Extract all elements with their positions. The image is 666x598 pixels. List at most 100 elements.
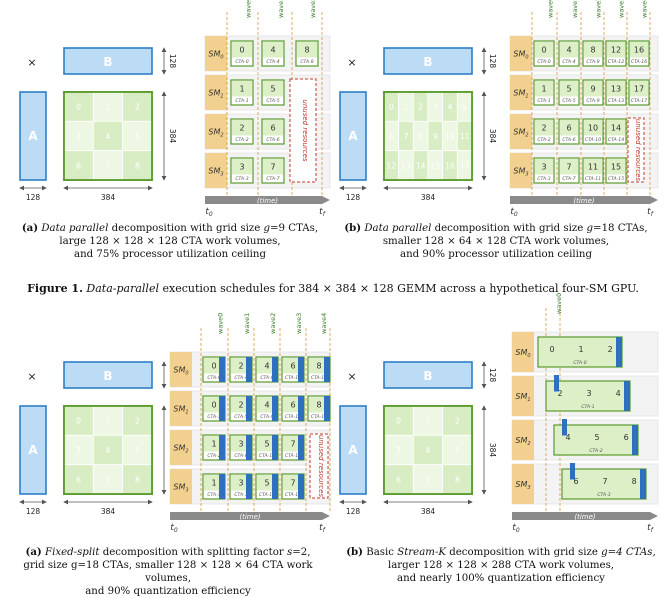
times-sign: × <box>27 370 36 383</box>
cta-block-fill <box>535 159 553 175</box>
tile-number: 8 <box>135 161 140 170</box>
fixup-bar <box>640 469 646 499</box>
cta-number: 7 <box>270 162 275 171</box>
time-label: (time) <box>239 513 261 521</box>
wave-label: wave1 <box>571 0 579 18</box>
cta-label: CTA-5 <box>562 98 575 104</box>
cta-label: CTA-15 <box>608 176 624 182</box>
tile-number: 7 <box>106 161 111 170</box>
t0-label: t0 <box>512 523 520 534</box>
cta-label: CTA-14 <box>285 453 301 459</box>
time-label: (time) <box>257 197 279 205</box>
cta-label: CTA-8 <box>260 375 273 381</box>
t0-sub: 0 <box>516 527 520 534</box>
sm-label-box <box>512 464 534 504</box>
cta-label: CTA-17 <box>631 98 647 104</box>
cta-number: 11 <box>588 162 598 171</box>
tile-number: 6 <box>389 132 394 141</box>
cta-block-fill <box>263 159 283 175</box>
fixup-bar <box>219 474 225 499</box>
wave-label: wave0 <box>245 0 253 18</box>
cta-label: CTA-3 <box>235 176 248 182</box>
dimension-label: 128 <box>346 507 361 516</box>
dimension-label: 384 <box>421 507 436 516</box>
cta-label: CTA-8 <box>586 59 599 65</box>
cta-number: 7 <box>290 439 295 448</box>
matrix-c-border <box>383 91 473 181</box>
tile-number: 1 <box>106 417 111 426</box>
cta-block-fill <box>232 159 252 175</box>
cta-label: CTA-2 <box>537 137 550 143</box>
cta-number: 1 <box>579 345 584 354</box>
cta-label: CTA-2 <box>207 453 220 459</box>
cta-number: 0 <box>541 45 546 54</box>
tile-number: 5 <box>135 132 140 141</box>
sm-label-box <box>510 36 532 71</box>
unused-resources-label: unused resources <box>634 119 642 182</box>
sm-subscript: 3 <box>220 172 223 178</box>
tile-number: 8 <box>455 475 460 484</box>
matrix-a <box>339 405 367 495</box>
cta-block-fill <box>263 42 283 58</box>
fixup-bar <box>246 396 252 421</box>
cta-block-fill <box>607 120 625 136</box>
times-sign: × <box>27 56 36 69</box>
cta-label: CTA-6 <box>562 137 575 143</box>
wave-label: wave0 <box>217 313 225 334</box>
tile-number: 6 <box>76 475 81 484</box>
cta-label: CTA-16 <box>631 59 647 65</box>
wave-label: wave3 <box>295 313 303 334</box>
fixup-bar <box>272 396 278 421</box>
sm-subscript: 2 <box>185 449 188 455</box>
cta-number: 4 <box>565 433 570 442</box>
cta-number: 10 <box>588 123 598 132</box>
cta-block-fill <box>263 120 283 136</box>
fixup-bar <box>219 435 225 460</box>
cta-label: CTA-4 <box>266 59 279 65</box>
tile-number: 5 <box>455 446 460 455</box>
cta-block-fill <box>607 159 625 175</box>
tile <box>63 405 94 436</box>
cta-block-fill <box>584 159 602 175</box>
dimension-label: 384 <box>101 507 116 516</box>
sm-label: SM1 <box>173 405 188 416</box>
tile <box>442 464 473 495</box>
tile-number: 7 <box>404 132 409 141</box>
matrix-a <box>19 405 47 495</box>
cta-number: 3 <box>587 389 592 398</box>
cta-block-fill <box>560 120 578 136</box>
cta-label: CTA-3 <box>597 492 610 498</box>
cta-label: CTA-6 <box>234 453 247 459</box>
cta-number: 8 <box>590 45 595 54</box>
cta-number: 0 <box>549 345 554 354</box>
sm-subscript: 3 <box>527 485 530 491</box>
tile-number: 0 <box>389 103 394 112</box>
unused-resources-box <box>289 78 317 183</box>
dimension-label: 128 <box>26 193 41 202</box>
tile-number: 16 <box>445 161 455 170</box>
tile-number: 4 <box>106 132 111 141</box>
sm-label: SM3 <box>173 483 188 494</box>
sm-subscript: 1 <box>527 397 530 403</box>
figure-1-caption: Figure 1. Data-parallel execution schedu… <box>27 282 639 295</box>
fixup-bar <box>624 381 630 411</box>
cta-number: 4 <box>616 389 621 398</box>
fixup-bar <box>298 435 304 460</box>
tile-number: 1 <box>106 103 111 112</box>
wave-label: wave2 <box>309 0 317 18</box>
tile-number: 0 <box>76 103 81 112</box>
cta-number: 0 <box>211 400 216 409</box>
sm-label-box <box>512 376 534 416</box>
tf-label: tf <box>647 523 654 534</box>
partial-tile-marker <box>562 419 567 436</box>
sm-label: SM3 <box>515 480 530 491</box>
t0-sub: 0 <box>514 211 518 218</box>
cta-number: 0 <box>239 45 244 54</box>
tile-number: 3 <box>76 446 81 455</box>
cta-block-fill <box>607 42 625 58</box>
fixup-bar <box>246 357 252 382</box>
cta-number: 2 <box>238 361 243 370</box>
cta-number: 7 <box>603 477 608 486</box>
cta-label: CTA-13 <box>285 414 301 420</box>
